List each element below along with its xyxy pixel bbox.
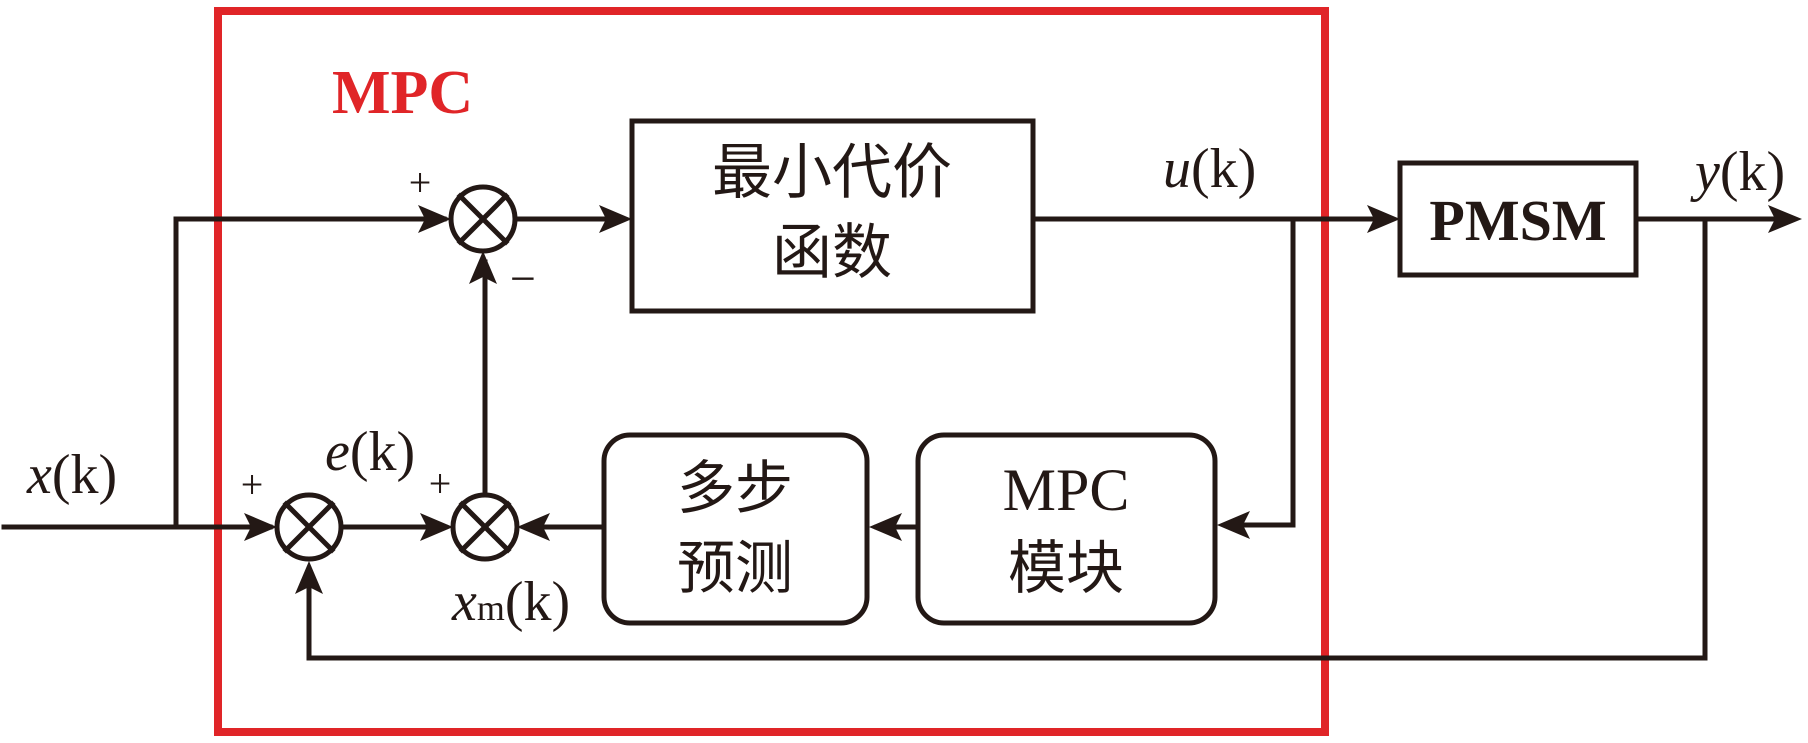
model-state-subscript: m [477, 588, 505, 628]
arrow-into-pmsm [1367, 205, 1400, 233]
arrow-into-cost-function [599, 205, 632, 233]
arrow-into-prediction [869, 513, 902, 541]
control-feedback-wire [1223, 216, 1296, 528]
cost-function-block [629, 118, 1036, 314]
pmsm-label: PMSM [1429, 188, 1606, 253]
model-state-var: x [451, 571, 477, 633]
top-sum-plus-sign: + [409, 160, 432, 205]
output-feedback-wire [306, 216, 1708, 661]
left-sum-plus-sign: + [241, 462, 264, 507]
control-signal-label: u(k) [1163, 138, 1256, 200]
error-signal-label: e(k) [325, 421, 415, 483]
error-signal-arg: (k) [350, 421, 415, 483]
prediction-label-line2: 预测 [677, 534, 793, 602]
arrow-into-left-sum [244, 513, 277, 541]
model-state-label: xm(k) [451, 571, 570, 633]
mpc-module-label-line1: MPC [1003, 457, 1130, 523]
arrow-into-right-sum-from-prediction [517, 513, 550, 541]
prediction-label-line1: 多步 [677, 454, 793, 522]
bottom-right-summing-junction [450, 492, 520, 562]
top-summing-junction [448, 184, 518, 254]
error-signal-var: e [325, 421, 350, 483]
mpc-module-block [915, 432, 1218, 626]
right-sum-plus-sign: + [429, 461, 452, 506]
arrow-feedback-into-left-sum [295, 561, 323, 594]
bottom-left-summing-junction [274, 492, 344, 562]
mpc-frame [214, 7, 1329, 736]
model-state-arg: (k) [505, 571, 570, 633]
mpc-module-label-line2: 模块 [1008, 534, 1124, 602]
arrow-into-mpc-module [1217, 511, 1250, 539]
control-signal-var: u [1163, 138, 1191, 200]
arrow-output [1768, 205, 1802, 233]
arrow-into-top-sum-bottom [469, 251, 497, 284]
output-signal-var: y [1690, 141, 1720, 203]
cost-function-label-line2: 函数 [772, 218, 892, 288]
input-signal-var: x [26, 444, 52, 506]
arrow-into-top-sum [418, 205, 451, 233]
mpc-frame-label: MPC [332, 59, 473, 127]
input-signal-arg: (k) [52, 444, 117, 506]
input-signal-label: x(k) [26, 444, 117, 506]
top-sum-minus-sign: − [510, 253, 536, 304]
reference-branch-wire [173, 216, 447, 530]
output-signal-arg: (k) [1720, 141, 1785, 203]
arrow-into-right-sum [420, 513, 453, 541]
multi-step-prediction-block [601, 432, 870, 626]
control-signal-arg: (k) [1191, 138, 1256, 200]
output-signal-label: y(k) [1690, 141, 1785, 203]
cost-function-label-line1: 最小代价 [712, 138, 952, 208]
